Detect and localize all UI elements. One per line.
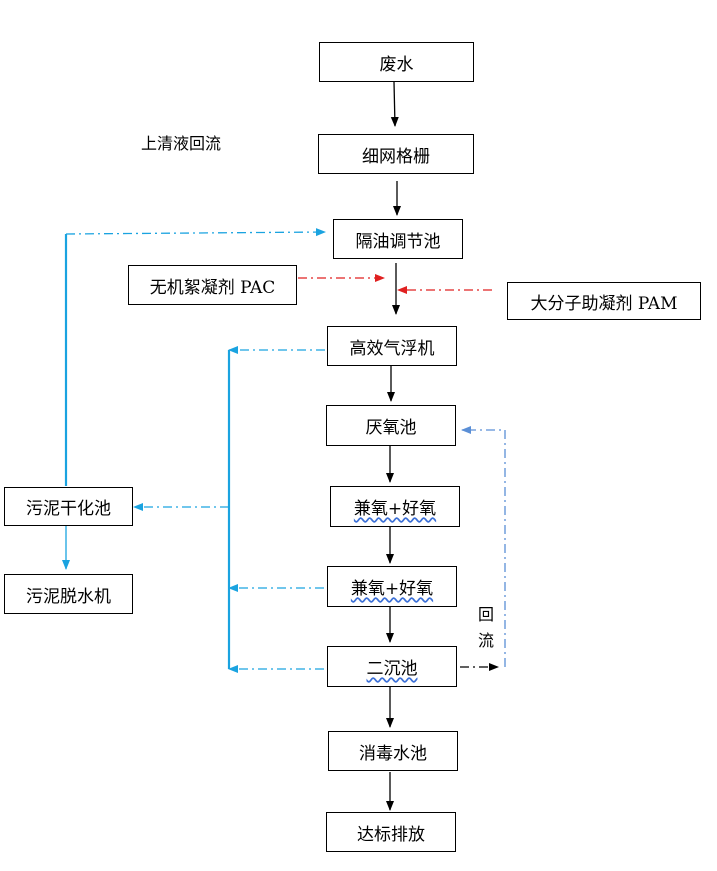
node-anoxic-aerobic-1: 兼氧+好氧 [330, 486, 460, 527]
node-fine-screen-label: 细网格栅 [362, 146, 430, 167]
node-discharge-label: 达标排放 [357, 824, 425, 845]
node-oil-separation-label: 隔油调节池 [355, 231, 441, 252]
return-flow-lines [460, 426, 506, 671]
arrow-wastewater-to-screen [390, 81, 399, 127]
node-pac: 无机絮凝剂 PAC [128, 265, 297, 305]
return-label-char-1: 回 [478, 605, 495, 624]
node-daf-label: 高效气浮机 [349, 338, 435, 359]
node-fine-screen: 细网格栅 [318, 134, 474, 174]
node-disinfection-label: 消毒水池 [359, 743, 427, 764]
node-anoxic-aerobic-2-label: 兼氧+好氧 [350, 579, 434, 599]
node-secondary-clarifier-label: 二沉池 [366, 659, 418, 679]
return-label-char-2: 流 [478, 631, 495, 650]
node-anoxic-aerobic-1-label: 兼氧+好氧 [353, 499, 437, 519]
node-anoxic-aerobic-2: 兼氧+好氧 [327, 566, 457, 607]
node-pam: 大分子助凝剂 PAM [507, 282, 701, 320]
node-discharge: 达标排放 [326, 812, 456, 852]
sludge-lines [62, 228, 326, 673]
node-sludge-drying-label: 污泥干化池 [26, 499, 111, 519]
node-disinfection: 消毒水池 [328, 731, 458, 771]
node-anaerobic: 厌氧池 [326, 405, 456, 446]
node-wastewater: 废水 [319, 42, 474, 82]
node-sludge-dewatering: 污泥脱水机 [4, 574, 133, 614]
arrow-supernatant-return [65, 228, 326, 237]
node-secondary-clarifier: 二沉池 [327, 646, 457, 687]
chemical-dosing-lines [298, 274, 492, 294]
main-flow-arrows [386, 81, 401, 811]
node-anaerobic-label: 厌氧池 [365, 418, 417, 438]
arrow-return-to-anaerobic [461, 426, 506, 667]
node-daf: 高效气浮机 [327, 326, 457, 366]
node-sludge-drying: 污泥干化池 [4, 487, 133, 526]
node-pac-label: 无机絮凝剂 PAC [149, 277, 276, 298]
node-oil-separation: 隔油调节池 [333, 219, 463, 259]
node-pam-label: 大分子助凝剂 PAM [530, 293, 678, 314]
supernatant-return-label: 上清液回流 [141, 134, 222, 153]
node-sludge-dewatering-label: 污泥脱水机 [26, 586, 111, 607]
node-wastewater-label: 废水 [379, 54, 414, 75]
